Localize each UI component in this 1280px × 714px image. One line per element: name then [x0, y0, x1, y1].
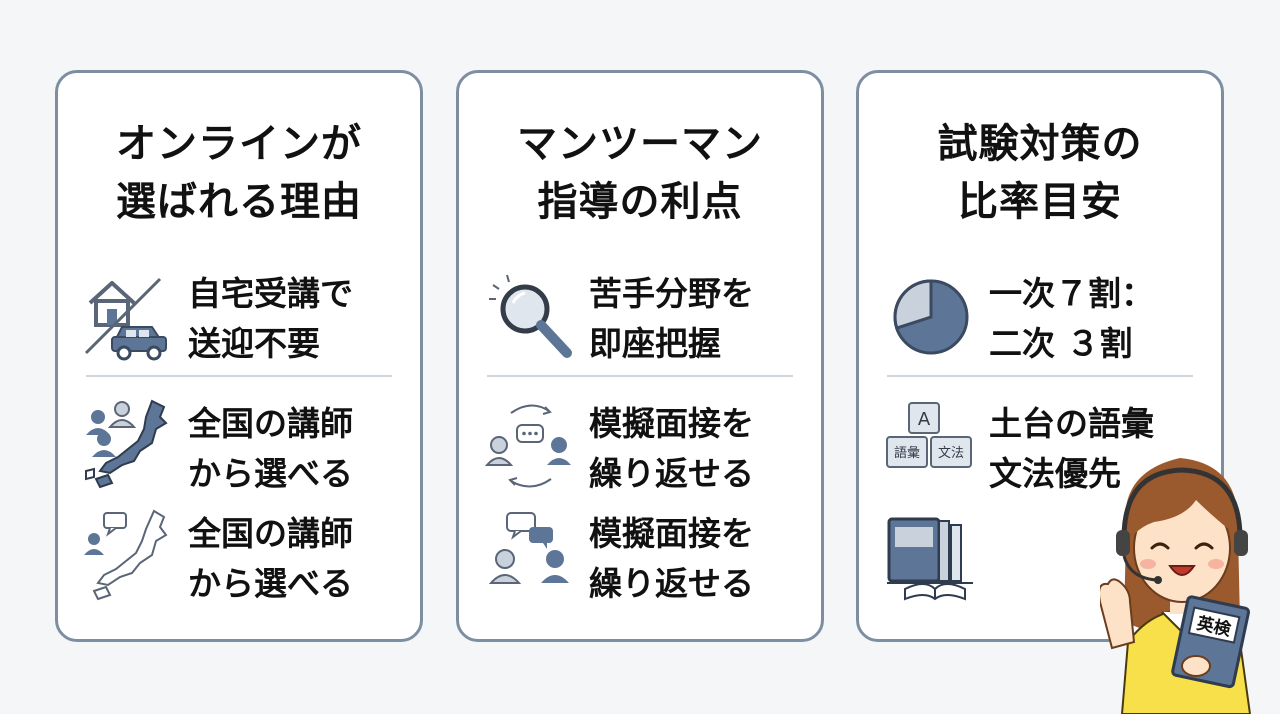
item-text: 全国の講師 から選べる [188, 514, 353, 603]
house-car-icon [84, 277, 167, 361]
list-item: 苦手分野を 即座把握 [459, 269, 821, 379]
divider [86, 375, 392, 377]
svg-text:A: A [918, 409, 931, 430]
list-item: A 語彙 文法 土台の語彙 文法優先 [859, 399, 1221, 509]
item-text: 自宅受講で 送迎不要 [188, 274, 353, 363]
list-item: 自宅受講で 送迎不要 [58, 269, 420, 379]
list-item: 模擬面接を 繰り返せる [459, 509, 821, 619]
card-title: オンラインが 選ばれる理由 [116, 121, 362, 225]
books-icon [887, 517, 973, 601]
item-text: 一次７割： 二次 ３割 [989, 274, 1154, 363]
list-item: 一次７割： 二次 ３割 [859, 269, 1221, 379]
chat-japan-map-icon [84, 509, 168, 601]
card-online-reasons: オンラインが 選ばれる理由 自宅受講で 送迎不要 [55, 70, 423, 642]
card-one-on-one-benefits: マンツーマン 指導の利点 苦手分野を 即座把握 [456, 70, 824, 642]
item-text: 全国の講師 から選べる [188, 404, 353, 493]
pie-chart-icon [893, 279, 969, 355]
interview-chat-icon [488, 512, 569, 584]
item-text: 苦手分野を 即座把握 [589, 274, 754, 363]
svg-text:文法: 文法 [938, 446, 964, 461]
people-japan-map-icon [85, 399, 168, 489]
list-item [859, 509, 1221, 619]
vocab-grammar-blocks-icon: A 語彙 文法 [886, 402, 972, 468]
list-item: 全国の講師 から選べる [58, 509, 420, 619]
instructor-character-illustration: 英検 [1100, 458, 1252, 714]
card-title: 試験対策の 比率目安 [937, 121, 1143, 225]
conversation-cycle-icon [484, 404, 571, 488]
item-text: 模擬面接を 繰り返せる [589, 514, 754, 603]
item-text: 模擬面接を 繰り返せる [589, 404, 754, 493]
magnifier-icon [489, 274, 572, 358]
svg-text:語彙: 語彙 [894, 445, 920, 461]
divider [487, 375, 793, 377]
list-item: 全国の講師 から選べる [58, 399, 420, 509]
card-title: マンツーマン 指導の利点 [517, 121, 763, 225]
divider [887, 375, 1193, 377]
list-item: 模擬面接を 繰り返せる [459, 399, 821, 509]
item-text: 土台の語彙 文法優先 [989, 404, 1154, 493]
